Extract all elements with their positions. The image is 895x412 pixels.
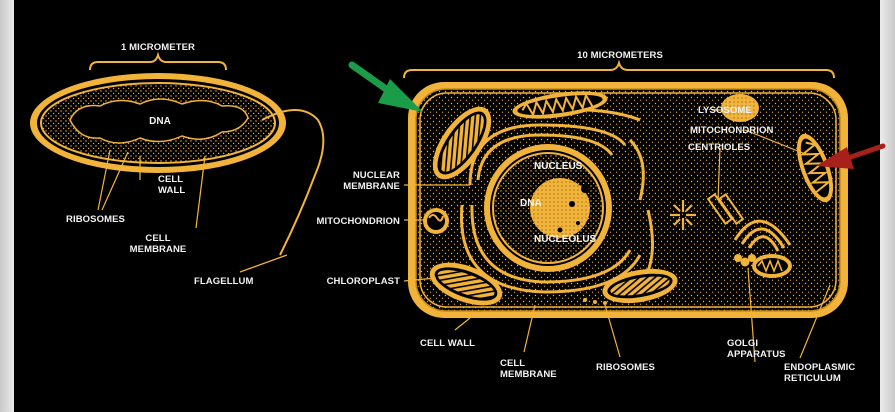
prokaryote-cell-wall-label-1: CELL [158,174,183,185]
mitochondrion-left [423,208,449,234]
chloroplast-label: CHLOROPLAST [327,276,400,287]
prokaryote-dna-label: DNA [149,116,171,127]
mitochondrion-top-label: MITOCHONDRION [690,125,773,136]
golgi-label-1: GOLGI [727,338,758,349]
prokaryote-cell: 1 MICROMETER DNA [30,42,323,272]
prokaryote-scale-brace [90,55,226,70]
mitochondrion-lower-right [752,254,792,278]
er-label-2: RETICULUM [784,373,841,384]
nucleolus-label: NUCLEOLUS [534,234,597,245]
prokaryote-cell-membrane-label-2: MEMBRANE [130,244,187,255]
eukaryote-cell: 10 MICROMETERS N [404,50,848,362]
plant-cell-wall-label: CELL WALL [420,338,475,349]
nuclear-membrane-label-2: MEMBRANE [343,181,400,192]
plant-cell-membrane-label-1: CELL [500,358,525,369]
prokaryote-scale-label: 1 MICROMETER [121,42,195,53]
plant-cell-membrane-label-2: MEMBRANE [500,369,557,380]
prokaryote-cell-membrane-label-1: CELL [145,233,170,244]
prokaryote-ribosomes-label: RIBOSOMES [66,214,125,225]
mitochondrion-left-label: MITOCHONDRION [317,216,400,227]
centrioles-label: CENTRIOLES [688,142,750,153]
green-arrow-icon [352,65,423,112]
eukaryote-scale-label: 10 MICROMETERS [577,50,663,61]
eukaryote-scale-brace [404,63,834,78]
er-label-1: ENDOPLASMIC [784,362,855,373]
ribosomes-label: RIBOSOMES [596,362,655,373]
nucleus-label: NUCLEUS [534,161,583,172]
flagellum-leader [240,255,287,272]
lysosome-label: LYSOSOME [698,105,752,116]
eukaryote-dna-label: DNA [520,198,542,209]
nuclear-membrane-label-1: NUCLEAR [353,170,400,181]
prokaryote-flagellum-label: FLAGELLUM [194,276,253,287]
prokaryote-cell-wall-label-2: WALL [158,185,185,196]
golgi-label-2: APPARATUS [727,349,786,360]
